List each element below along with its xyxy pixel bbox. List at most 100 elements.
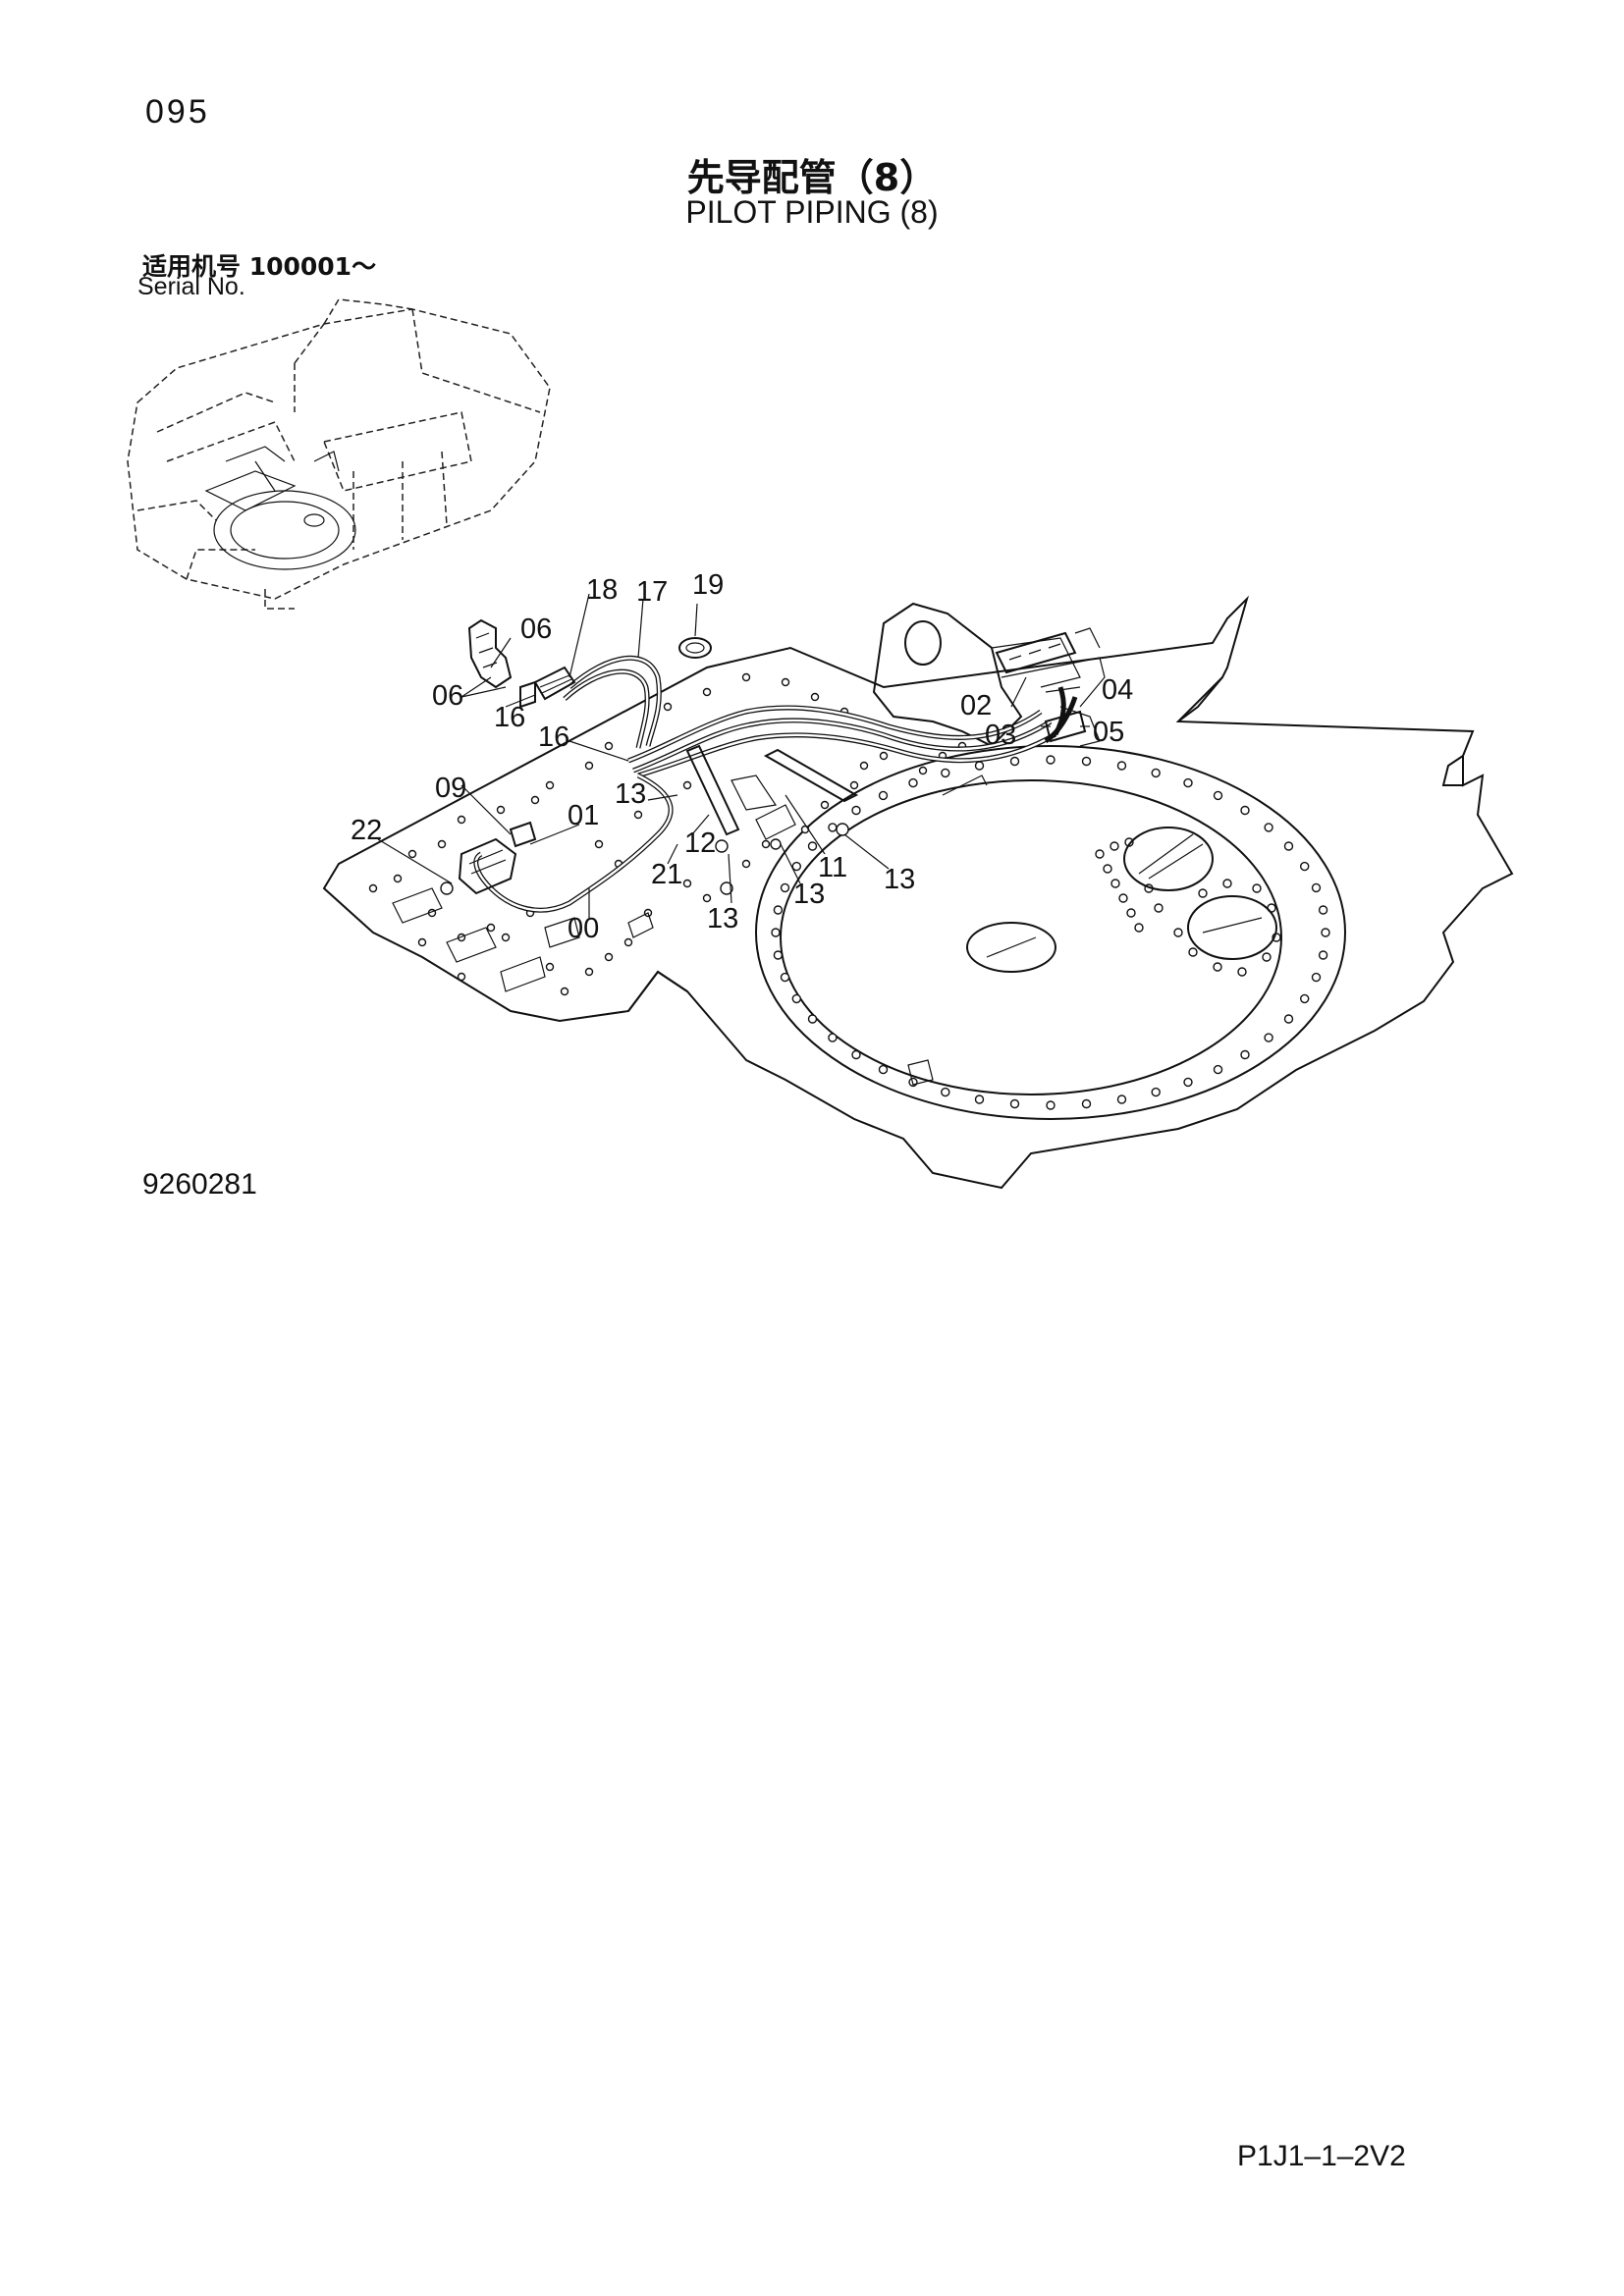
bolt-hole — [741, 859, 751, 869]
ring-bolt-hole — [1264, 1033, 1273, 1042]
ring-bolt-hole — [791, 861, 801, 872]
bolt-hole — [741, 672, 751, 682]
ring-bolt-hole — [807, 1014, 818, 1024]
bolt-hole — [1118, 893, 1128, 903]
bolt-hole — [457, 815, 466, 825]
pipe-clamps — [685, 744, 859, 895]
leader-lines — [377, 593, 1090, 918]
bolt-hole — [810, 692, 820, 702]
ring-bolt-hole — [1009, 756, 1020, 767]
bolt-hole — [781, 677, 790, 687]
bolt-hole — [437, 839, 447, 849]
bolt-hole — [820, 800, 830, 810]
ring-bolt-hole — [1183, 1077, 1193, 1088]
bolt-hole — [682, 879, 692, 888]
bolt-hole — [417, 937, 427, 947]
ring-bolt-hole — [1240, 805, 1250, 816]
callout-06: 06 — [520, 614, 552, 645]
callout-09: 09 — [435, 773, 466, 804]
upper-frame-plate — [322, 595, 1514, 1190]
ring-bolt-hole — [851, 805, 861, 816]
bolt-hole — [879, 751, 889, 761]
ring-bolt-hole — [773, 905, 784, 915]
ring-bolt-hole — [974, 761, 985, 771]
bolt-hole — [1262, 952, 1272, 962]
title-chinese: 先导配管（8） — [686, 156, 938, 199]
callout-00: 00 — [568, 913, 599, 944]
callout-labels: 18 17 19 06 06 16 16 09 01 22 13 12 21 0… — [351, 569, 1133, 944]
bolt-hole — [1188, 947, 1198, 957]
callout-11: 11 — [818, 852, 847, 883]
ring-bolt-hole — [780, 882, 790, 893]
ring-bolt-hole — [941, 1087, 950, 1097]
bolt-hole — [1237, 967, 1247, 977]
bolt-hole — [859, 761, 869, 771]
page-number: 095 — [145, 93, 210, 131]
callout-12: 12 — [684, 828, 716, 859]
ring-bolt-hole — [941, 768, 950, 778]
callout-01: 01 — [568, 800, 599, 831]
ring-bolt-hole — [773, 950, 784, 960]
bolt-hole — [1222, 879, 1232, 888]
ring-bolt-hole — [1321, 928, 1330, 937]
boom-foot-bracket — [872, 602, 1106, 748]
ring-bolt-hole — [974, 1095, 985, 1104]
ring-bolt-hole — [780, 972, 790, 983]
ring-bolt-hole — [1151, 768, 1161, 778]
callout-13: 13 — [707, 903, 738, 934]
callout-13: 13 — [615, 778, 646, 810]
bolt-hole — [604, 952, 614, 962]
pilot-pipe-bundle — [473, 655, 1078, 913]
bolt-hole — [1252, 883, 1262, 893]
serial-range-chinese: 适用机号 100001～ — [142, 252, 377, 281]
bolt-hole — [663, 702, 673, 712]
bolt-hole — [1198, 888, 1208, 898]
bolt-hole — [1110, 879, 1120, 888]
ring-bolt-hole — [1283, 1014, 1294, 1024]
bolt-hole — [702, 687, 712, 697]
overview-machine-sketch — [127, 298, 551, 610]
bolt-hole — [1154, 903, 1164, 913]
bolt-hole — [368, 883, 378, 893]
bolt-hole — [1110, 841, 1119, 851]
ring-bolt-hole — [1311, 972, 1322, 983]
bolt-hole — [584, 761, 594, 771]
ring-bolt-hole — [1318, 905, 1328, 915]
bolt-hole — [1124, 837, 1134, 847]
ring-bolt-hole — [1283, 841, 1294, 851]
bolt-hole — [496, 805, 506, 815]
callout-19: 19 — [692, 569, 724, 601]
callout-13: 13 — [884, 864, 915, 895]
bolt-hole — [407, 849, 417, 859]
ring-bolt-hole — [1213, 1064, 1223, 1075]
bolt-hole — [1173, 928, 1183, 937]
bolt-hole — [1095, 849, 1105, 859]
serial-label-english: Serial No. — [137, 273, 245, 300]
bolt-hole — [545, 780, 555, 790]
pilot-valve-group — [467, 618, 576, 709]
ring-bolt-hole — [1264, 823, 1273, 832]
ring-bolt-hole — [908, 777, 918, 788]
footer-page-code: P1J1–1–2V2 — [1237, 2140, 1406, 2172]
bolt-hole — [560, 987, 569, 996]
bolt-hole — [545, 962, 555, 972]
callout-03: 03 — [985, 720, 1016, 751]
ring-bolt-hole — [851, 1049, 861, 1060]
ring-bolt-hole — [1183, 777, 1193, 788]
ring-bolt-hole — [828, 1033, 838, 1042]
bolt-hole — [623, 937, 633, 947]
bolt-hole — [1126, 908, 1136, 918]
bolt-hole — [918, 766, 928, 775]
bolt-hole — [604, 741, 614, 751]
bolt-hole — [530, 795, 540, 805]
ring-bolt-hole — [828, 823, 838, 832]
right-fitting-block — [995, 631, 1087, 743]
bolt-hole — [682, 780, 692, 790]
title-english: PILOT PIPING (8) — [685, 194, 939, 230]
ring-bolt-hole — [1081, 756, 1092, 767]
callout-02: 02 — [960, 690, 992, 721]
callout-04: 04 — [1102, 674, 1133, 706]
ring-bolt-hole — [1046, 1100, 1056, 1110]
ring-bolt-hole — [1311, 882, 1322, 893]
